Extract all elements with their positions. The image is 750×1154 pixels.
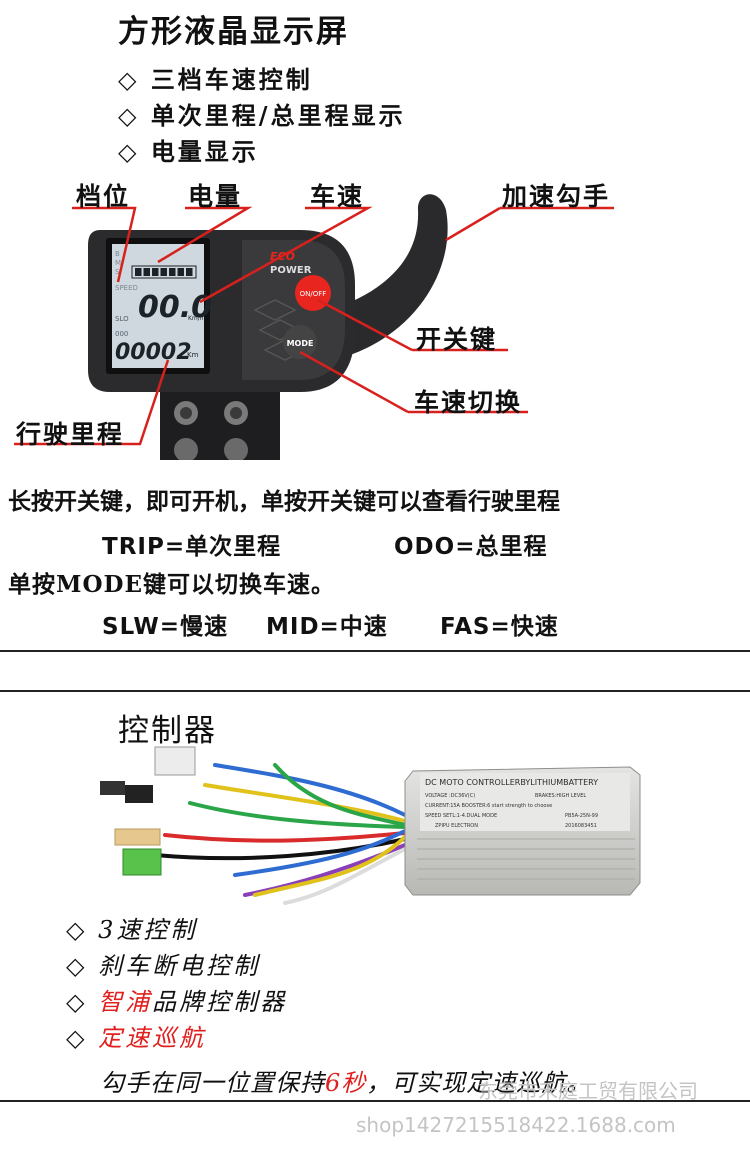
bullet-text: 刹车断电控制 [98,952,261,980]
cruise-note: 勾手在同一位置保持6秒，可实现定速巡航。 [100,1063,591,1098]
controller-label-line-2b: BRAKES:HIGH LEVEL [535,793,586,799]
controller-label-line-3: CURRENT:15A BOOSTER:6 start strength to … [425,803,552,809]
controller-label-line-4: SPEED SETL:1-4.DUAL MODE [425,813,497,819]
watermark-url: shop1427215518422.1688.com [356,1113,676,1137]
instruction-line-1: 长按开关键，即可开机，单按开关键可以查看行驶里程 [8,488,560,515]
section-divider-3 [0,1100,750,1102]
battery-bar [143,268,150,276]
callout-speed-switch: 车速切换 [414,388,523,417]
controller-label-line-5b: 2016083451 [565,823,597,829]
watermark-company: 东莞市禾庭工贸有限公司 [478,1079,698,1103]
bullet-brand-text: 智浦 [98,988,153,1016]
lcd-section-title: 方形液晶显示屏 [118,14,349,50]
bullet-cruise-text: 定速巡航 [98,1024,207,1052]
on-off-label: ON/OFF [300,290,327,298]
instruction-slw: SLW=慢速 [102,614,229,640]
battery-outline [131,265,197,279]
callout-throttle: 加速勾手 [502,182,611,211]
battery-bar [186,268,193,276]
controller-bullet-1: ◇ 3速控制 [66,910,197,945]
callout-power-key: 开关键 [416,325,498,354]
distance-unit: Km [187,351,199,359]
instruction-mid: MID=中速 [266,614,388,640]
callout-battery: 电量 [188,182,243,211]
indicator-s: S [115,268,120,276]
controller-label-line-5: ZPIPU ELECTRON [435,823,478,829]
controller-bullet-3: ◇ 智浦品牌控制器 [66,982,287,1017]
battery-bar [177,268,184,276]
brand-power: POWER [270,265,312,276]
odo-definition: ODO=总里程 [394,534,548,560]
controller-illustration: DC MOTO CONTROLLERBYLITHIUMBATTERY VOLTA… [100,746,641,905]
speed-label: SPEED [115,284,138,292]
controller-label-line-2: VOLTAGE :DC36V(C) [425,793,475,799]
mode-text: SLO [115,315,129,323]
lcd-bullet-2: ◇ 单次里程/总里程显示 [118,101,406,130]
on-off-button-illustration: ON/OFF [295,275,331,311]
bolt-icon [174,401,248,460]
battery-bar [169,268,176,276]
controller-label-line-1: DC MOTO CONTROLLERBYLITHIUMBATTERY [425,778,598,787]
callout-mileage: 行驶里程 [16,420,125,449]
instruction-trip: TRIP=单次里程 [102,527,281,561]
cruise-note-pre: 勾手在同一位置保持 [100,1069,325,1097]
controller-bullet-4: ◇ 定速巡航 [66,1018,206,1053]
controller-label-line-4b: PB5A-25N-99 [565,813,598,819]
instruction-fas: FAS=快速 [440,614,559,640]
mode-label: MODE [287,339,314,348]
controller-section-title: 控制器 [118,713,217,749]
speed-unit: Km/h [188,315,204,322]
battery-bar [135,268,142,276]
bullet-diamond: ◇ [66,952,99,980]
callout-lines [14,206,614,446]
bullet-diamond: ◇ [66,916,99,944]
speed-value: 00.0 [138,290,212,325]
battery-bar [152,268,159,276]
controller-bullet-2: ◇ 刹车断电控制 [66,946,260,981]
section-divider-1 [0,650,750,652]
bullet-text: 3速控制 [98,916,198,944]
distance-value: 00002 [115,340,192,365]
lcd-bullet-3: ◇ 电量显示 [118,137,259,166]
display-device-illustration: ON/OFF MODE ECO POWER B M S SPEED 00.0 K… [14,194,614,460]
indicator-m: M [115,259,121,267]
battery-indicator [131,265,197,279]
controller-label-sticker [420,773,630,831]
indicator-b: B [115,250,120,258]
instruction-odo: ODO=总里程 [394,527,547,561]
cruise-note-seconds: 6秒 [325,1069,367,1097]
bullet-diamond: ◇ [66,1024,99,1052]
lcd-bullet-1: ◇ 三档车速控制 [118,65,313,94]
trip-definition: TRIP=单次里程 [102,534,282,560]
cruise-note-post: ，可实现定速巡航。 [366,1069,592,1097]
bullet-diamond: ◇ [66,988,99,1016]
instruction-line-3: 单按MODE键可以切换车速。 [8,571,335,598]
section-divider-2 [0,690,750,692]
lcd-screen [112,244,204,368]
mode-button-illustration: MODE [283,325,317,359]
odo-prefix: 000 [115,330,128,338]
callout-gear: 档位 [76,182,131,211]
bullet-text: 品牌控制器 [152,988,288,1016]
callout-speed: 车速 [310,182,365,211]
battery-bar [160,268,167,276]
